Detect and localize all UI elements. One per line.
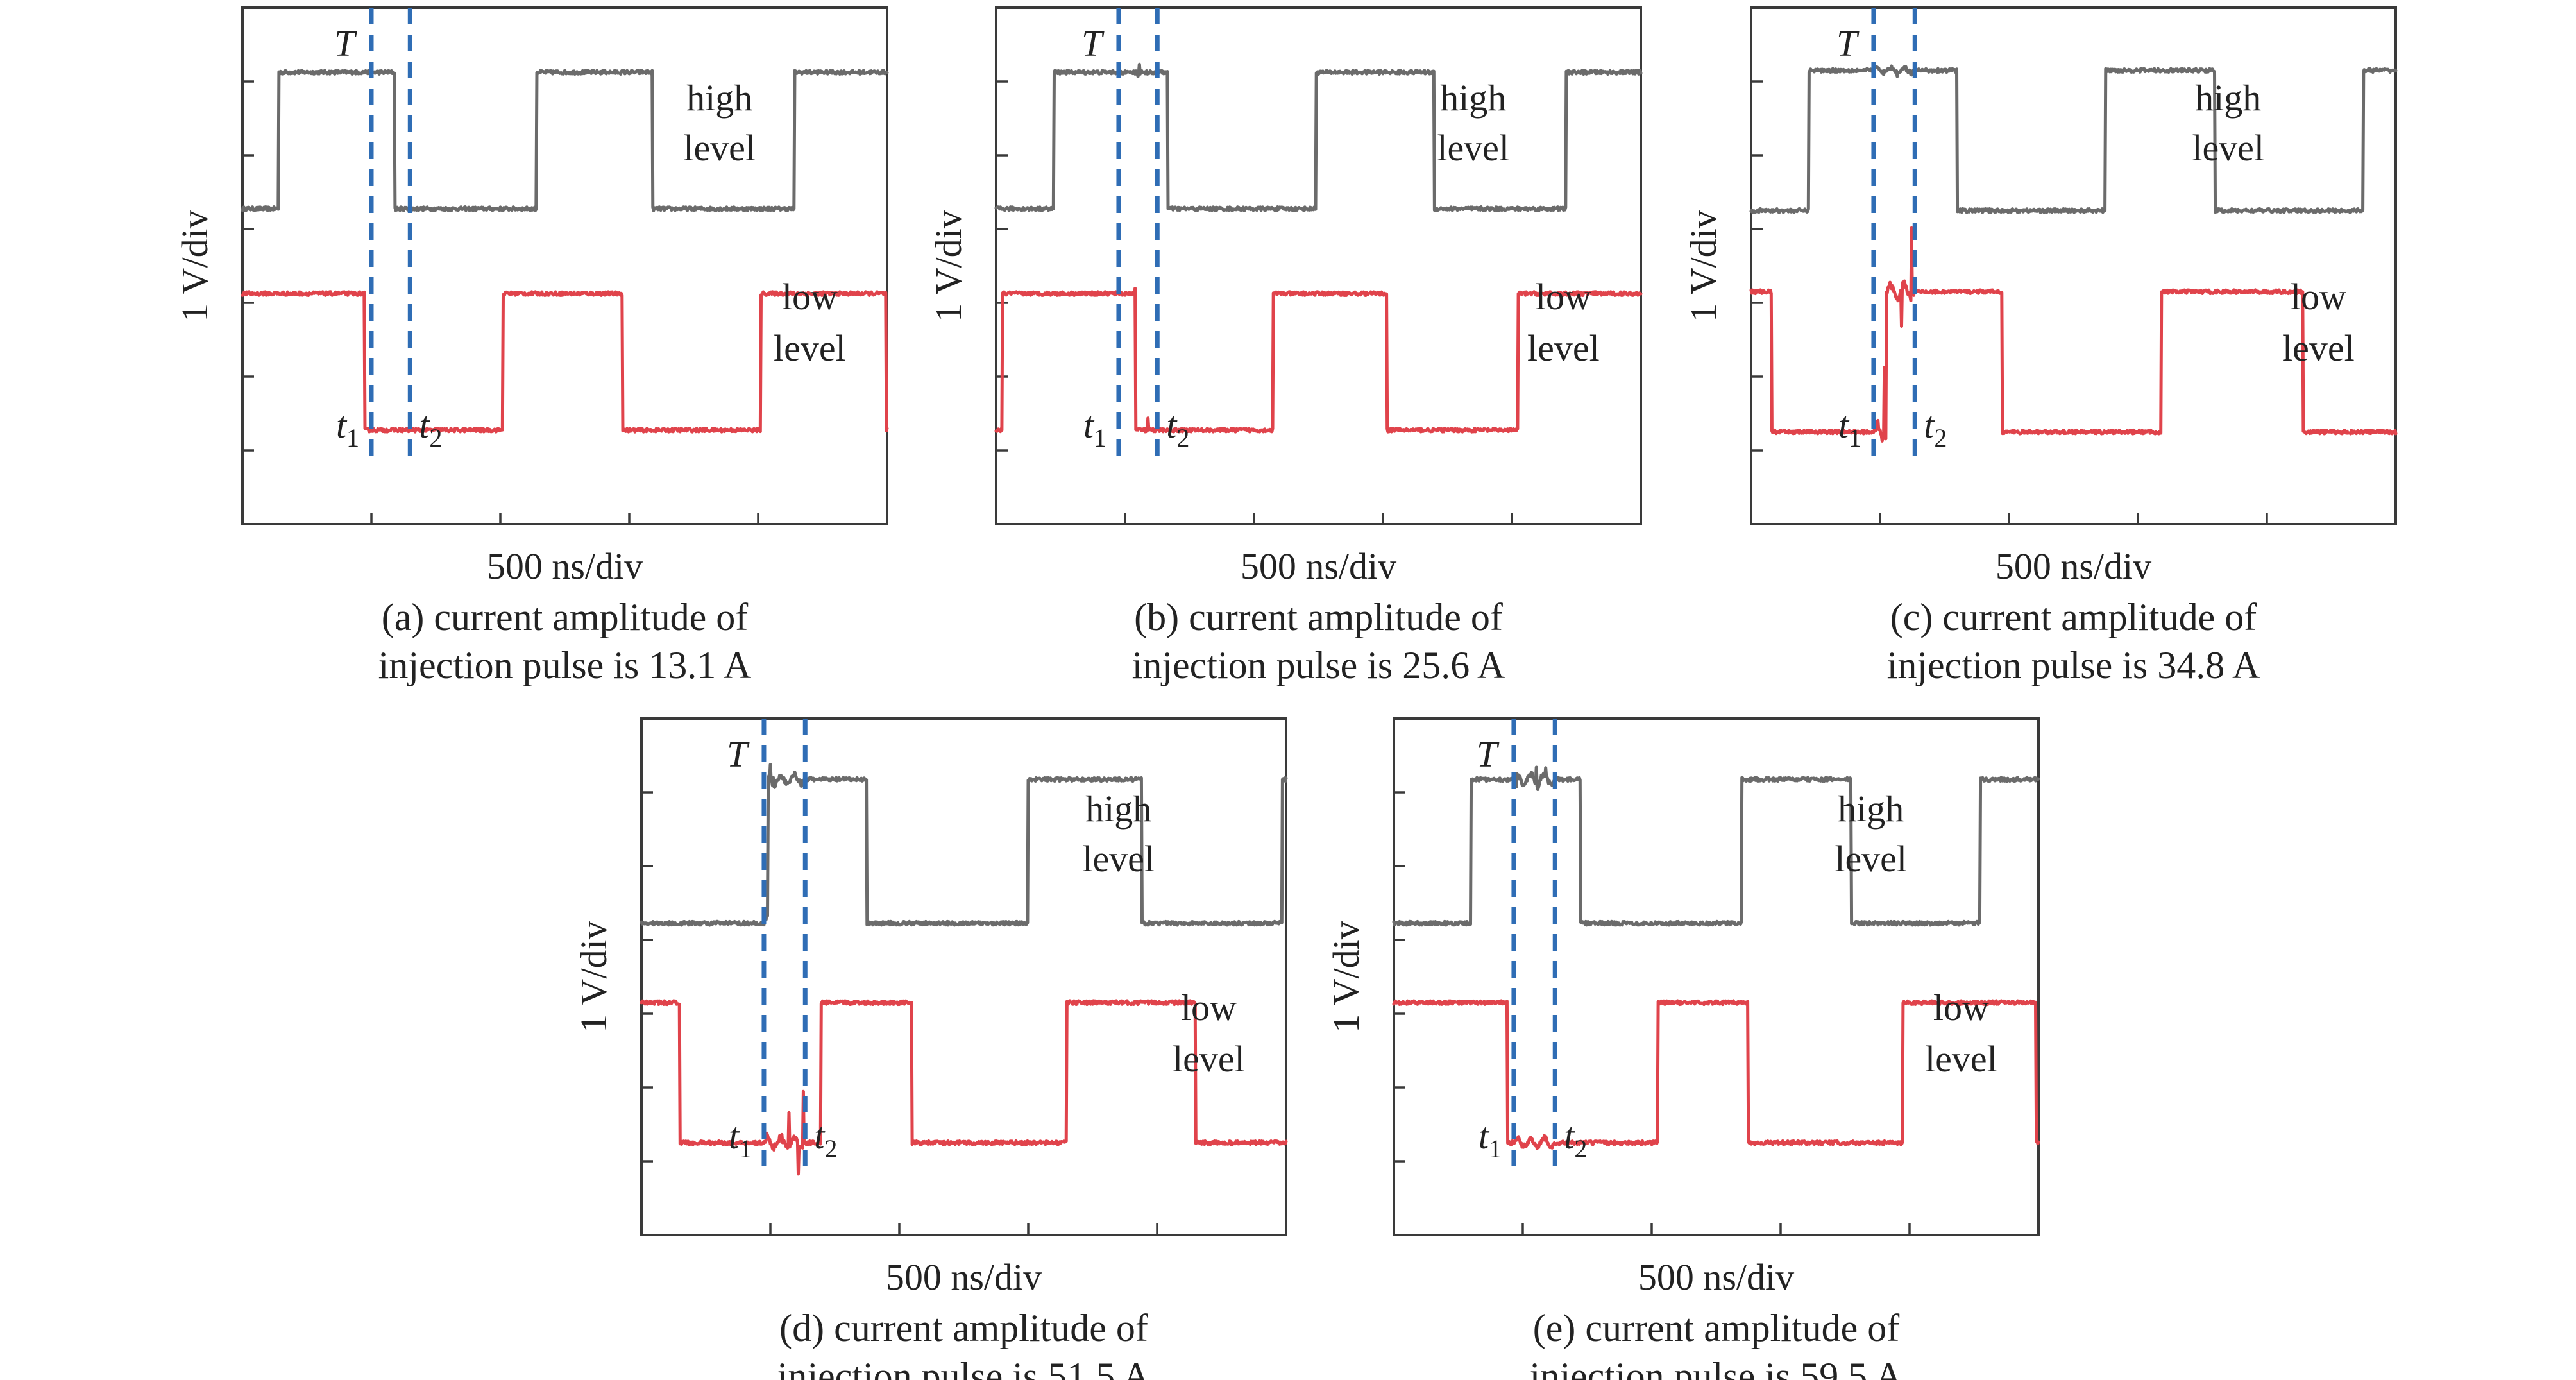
panel-caption: injection pulse is 34.8 A	[1887, 644, 2260, 686]
marker-T-label: T	[1081, 22, 1105, 64]
high-level-label: high	[686, 77, 752, 119]
marker-T-label: T	[334, 22, 357, 64]
y-axis-label: 1 V/div	[573, 921, 614, 1033]
high-level-trace	[1392, 765, 2040, 927]
panel-caption: injection pulse is 59.5 A	[1530, 1355, 1903, 1380]
plot-frame	[241, 6, 888, 525]
high-level-label: high	[1838, 788, 1904, 830]
high-level-trace	[1749, 64, 2398, 214]
panels-layer: Tt1 t2 high level low level 1 V/div 500 ns/div (…	[174, 6, 2398, 1380]
low-level-trace	[640, 999, 1288, 1176]
x-axis-label: 500 ns/div	[1996, 545, 2151, 587]
high-level-label: level	[683, 127, 756, 169]
low-level-trace	[1749, 226, 2398, 443]
high-level-label: high	[2195, 77, 2261, 119]
panel-caption: injection pulse is 13.1 A	[378, 644, 752, 686]
high-level-label: level	[2192, 127, 2264, 169]
panel-caption: (a) current amplitude of	[382, 596, 748, 638]
y-axis-label: 1 V/div	[174, 210, 216, 322]
y-axis-label: 1 V/div	[1682, 210, 1724, 322]
low-level-trace	[241, 290, 889, 434]
x-axis-label: 500 ns/div	[487, 545, 643, 587]
low-level-label: level	[1527, 327, 1600, 369]
high-level-trace	[994, 62, 1643, 212]
marker-t1-label: t1	[1838, 404, 1861, 452]
high-level-trace	[241, 69, 889, 212]
marker-t2-label: t2	[1166, 404, 1189, 452]
low-level-trace	[994, 287, 1643, 434]
plot-frame	[1750, 6, 2397, 525]
x-axis-label: 500 ns/div	[886, 1256, 1042, 1298]
low-level-trace	[1392, 999, 2040, 1150]
marker-T-label: T	[1477, 733, 1500, 775]
high-level-label: level	[1082, 838, 1155, 880]
marker-T-label: T	[1836, 22, 1860, 64]
high-level-label: level	[1437, 127, 1509, 169]
low-level-label: level	[1925, 1038, 1997, 1080]
low-level-label: low	[2291, 276, 2346, 318]
high-level-trace	[640, 763, 1288, 927]
plot-frame	[995, 6, 1642, 525]
panel-caption: injection pulse is 51.5 A	[777, 1355, 1151, 1380]
marker-T-label: T	[727, 733, 750, 775]
low-level-label: low	[1536, 276, 1591, 318]
y-axis-label: 1 V/div	[928, 210, 969, 322]
low-level-label: low	[782, 276, 838, 318]
panel-caption: injection pulse is 25.6 A	[1132, 644, 1505, 686]
y-axis-label: 1 V/div	[1325, 921, 1367, 1033]
panel-caption: (e) current amplitude of	[1533, 1307, 1899, 1349]
low-level-label: level	[2282, 327, 2355, 369]
panel-caption: (d) current amplitude of	[779, 1307, 1148, 1349]
high-level-label: high	[1440, 77, 1506, 119]
low-level-label: level	[1173, 1038, 1245, 1080]
low-level-label: level	[774, 327, 846, 369]
panel-caption: (c) current amplitude of	[1890, 596, 2257, 638]
marker-t2-label: t2	[814, 1115, 837, 1163]
x-axis-label: 500 ns/div	[1638, 1256, 1794, 1298]
high-level-label: high	[1085, 788, 1151, 830]
low-level-label: low	[1933, 987, 1989, 1028]
high-level-label: level	[1835, 838, 1907, 880]
x-axis-label: 500 ns/div	[1241, 545, 1396, 587]
plot-frame	[1393, 717, 2040, 1236]
low-level-label: low	[1181, 987, 1237, 1028]
plot-frame	[640, 717, 1287, 1236]
panel-caption: (b) current amplitude of	[1134, 596, 1503, 638]
